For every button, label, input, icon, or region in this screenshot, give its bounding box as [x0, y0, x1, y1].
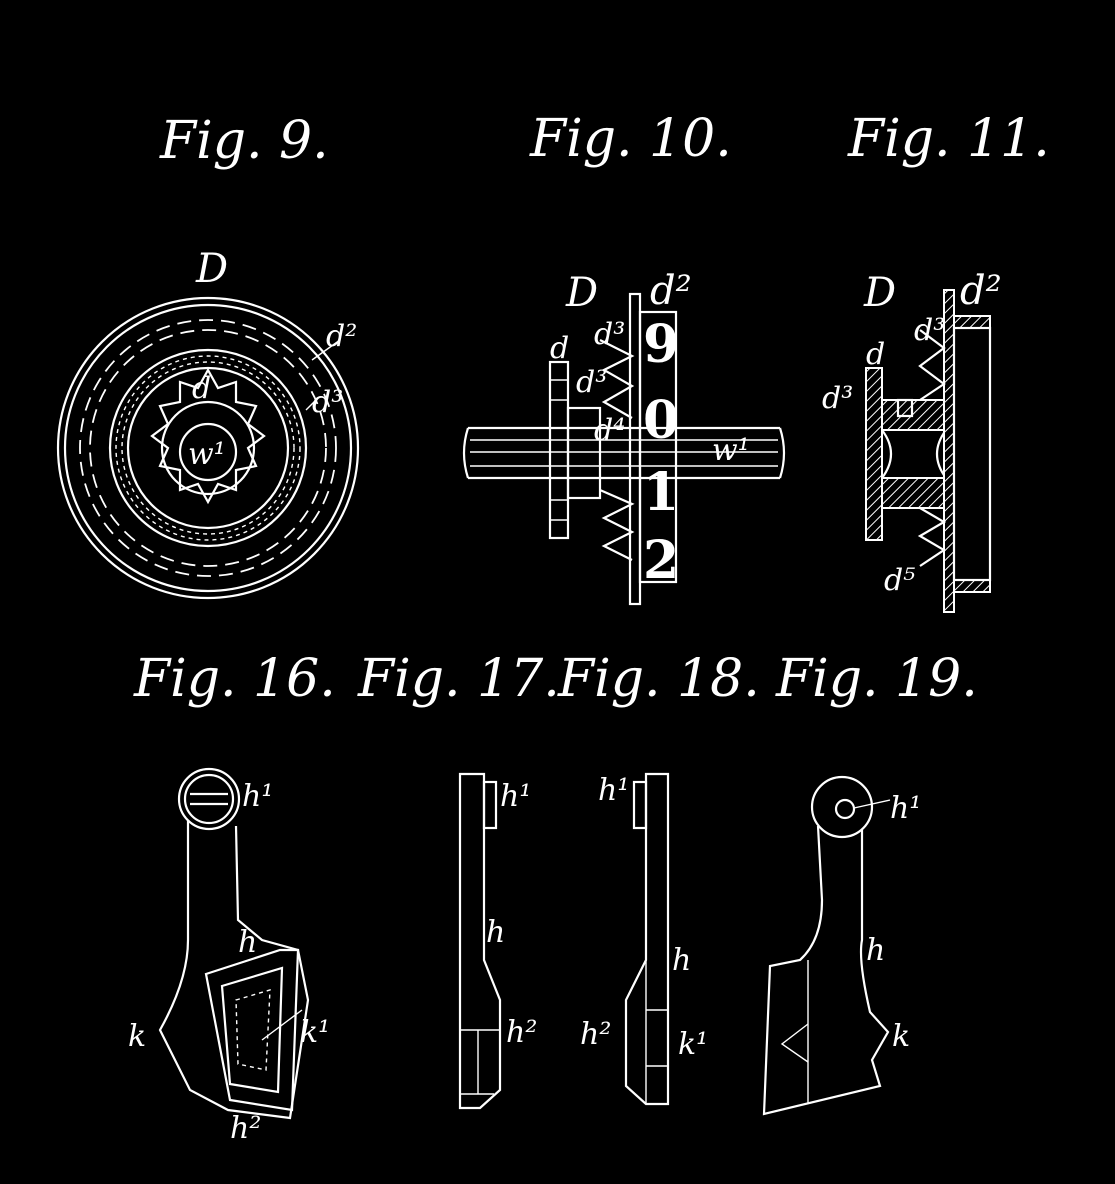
fig-11-section-drawing — [865, 289, 992, 613]
fig-11-label-d3: d³ — [914, 313, 945, 348]
fig-16: Fig. 16. h¹ h k k¹ h² — [128, 649, 336, 1146]
fig-10-label-d2: d² — [650, 268, 692, 314]
fig-19-label-h1: h¹ — [890, 791, 921, 826]
fig-11-label-d5: d⁵ — [884, 563, 915, 598]
fig-16-label-h2: h² — [230, 1111, 261, 1146]
fig-10-digit-1: 1 — [643, 462, 679, 523]
fig-9-label-D: D — [195, 246, 228, 292]
fig-19-title: Fig. 19. — [775, 649, 978, 709]
fig-10-digit-9: 9 — [643, 314, 679, 375]
fig-10-label-D: D — [565, 270, 598, 316]
fig-17-title: Fig. 17. — [357, 649, 560, 709]
fig-10-label-d: d — [550, 331, 569, 366]
fig-16-label-k1: k¹ — [300, 1015, 330, 1050]
fig-18-title: Fig. 18. — [557, 649, 760, 709]
fig-17-label-h2: h² — [506, 1015, 537, 1050]
fig-10-label-w1: w¹ — [712, 433, 750, 468]
fig-16-title: Fig. 16. — [133, 649, 336, 709]
fig-16-lever-drawing — [158, 767, 310, 1120]
fig-10-label-d4: d⁴ — [594, 413, 625, 448]
fig-10-digit-0: 0 — [643, 390, 679, 451]
fig-18-label-h1: h¹ — [598, 773, 629, 808]
fig-11-label-D: D — [863, 270, 896, 316]
fig-10-title: Fig. 10. — [529, 109, 732, 169]
fig-16-label-h1: h¹ — [242, 779, 273, 814]
fig-18-lever-drawing — [624, 772, 670, 1106]
fig-11-title: Fig. 11. — [847, 109, 1050, 169]
fig-16-label-h: h — [238, 925, 257, 960]
fig-9-label-d3: d³ — [312, 385, 343, 420]
fig-10-label-d3: d³ — [594, 317, 625, 352]
fig-10-label-d3b: d³ — [576, 365, 607, 400]
fig-11-label-d3b: d³ — [822, 381, 853, 416]
fig-19-lever-drawing — [762, 775, 891, 1116]
fig-9-label-d: d — [192, 371, 211, 406]
fig-17-label-h: h — [486, 915, 505, 950]
fig-11-label-d: d — [866, 337, 885, 372]
fig-18-label-h: h — [672, 943, 691, 978]
fig-18-label-k1: k¹ — [678, 1027, 708, 1062]
fig-17-lever-drawing — [458, 772, 502, 1110]
fig-9-title: Fig. 9. — [159, 111, 329, 171]
fig-18: Fig. 18. h¹ h h² k¹ — [557, 649, 760, 1106]
fig-19-label-h: h — [866, 933, 885, 968]
fig-19-label-k: k — [892, 1019, 910, 1054]
fig-11: Fig. 11. D d² d³ d d³ d⁵ — [822, 109, 1050, 613]
fig-10-assembly-drawing — [462, 292, 786, 606]
fig-17: Fig. 17. h¹ h h² — [357, 649, 560, 1110]
fig-10-digit-2: 2 — [643, 530, 679, 591]
fig-9-label-w1: w¹ — [188, 437, 226, 472]
fig-16-label-k: k — [128, 1019, 146, 1054]
fig-17-label-h1: h¹ — [500, 779, 531, 814]
fig-9: Fig. 9. D d² d³ d w¹ — [56, 111, 360, 600]
fig-9-label-d2: d² — [326, 319, 357, 354]
fig-19: Fig. 19. h¹ h k — [762, 649, 978, 1116]
fig-9-wheel-drawing — [56, 296, 360, 600]
fig-18-label-h2: h² — [580, 1017, 611, 1052]
fig-11-label-d2: d² — [960, 268, 1002, 314]
fig-10: Fig. 10. 9 0 1 2 D d² — [462, 109, 786, 606]
